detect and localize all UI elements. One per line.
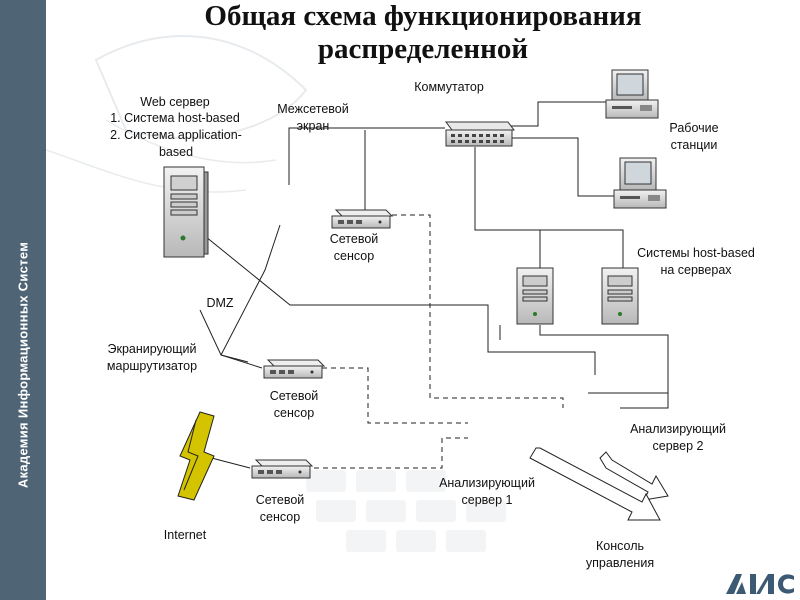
title-line-1: Общая схема функционирования <box>204 0 642 32</box>
host-based-servers-label: Системы host-based <box>637 246 755 260</box>
network-sensor-icon <box>251 459 314 479</box>
application-based-label: 2. Система application- <box>110 128 242 142</box>
network-sensor-icon <box>263 359 326 379</box>
console-label-cont: управления <box>585 556 655 570</box>
arrow-icon <box>529 447 669 521</box>
analyzer-2-label-cont: сервер 2 <box>652 439 704 453</box>
application-based-label-cont: based <box>158 145 194 159</box>
sensor-label-cont: сенсор <box>273 406 315 420</box>
company-logo <box>726 574 794 594</box>
workstation-icon <box>605 69 659 119</box>
web-server-label: Web сервер <box>140 95 210 109</box>
analyzer-1-label: Анализирующий <box>439 476 535 490</box>
sensor-label: Сетевой <box>329 232 379 246</box>
host-based-servers-label-cont: на серверах <box>660 263 732 277</box>
analyzer-1-label-cont: сервер 1 <box>461 493 513 507</box>
internet-label: Internet <box>163 528 207 542</box>
workstations-label-cont: станции <box>670 138 718 152</box>
network-sensor-icon <box>331 209 394 229</box>
switch-label: Коммутатор <box>414 80 484 94</box>
sensor-label-cont: сенсор <box>259 510 301 524</box>
router-label-cont: маршрутизатор <box>106 359 198 373</box>
firewall-label: Межсетевой <box>277 102 349 116</box>
sensor-label: Сетевой <box>269 389 319 403</box>
web-server-icon <box>163 166 209 258</box>
server-icon <box>601 267 639 325</box>
analyzer-2-label: Анализирующий <box>630 422 726 436</box>
workstation-icon <box>613 157 667 209</box>
firewall-label-cont: экран <box>296 119 330 133</box>
internet-lightning-icon <box>177 411 215 501</box>
server-icon <box>516 267 554 325</box>
dashed-connections <box>314 214 564 469</box>
sensor-label: Сетевой <box>255 493 305 507</box>
dmz-label: DMZ <box>206 296 234 310</box>
background-artwork <box>46 35 506 552</box>
sensor-label-cont: сенсор <box>333 249 375 263</box>
page-title: Общая схема функционирования распределен… <box>46 0 800 66</box>
sidebar: Академия Информационных Систем <box>0 0 46 600</box>
workstations-label: Рабочие <box>669 121 719 135</box>
host-based-label: 1. Система host-based <box>110 111 240 125</box>
solid-connections <box>194 101 669 469</box>
title-line-2: распределенной <box>317 33 529 65</box>
switch-icon <box>445 121 515 147</box>
console-label: Консоль <box>595 539 645 553</box>
router-label: Экранирующий <box>107 342 197 356</box>
